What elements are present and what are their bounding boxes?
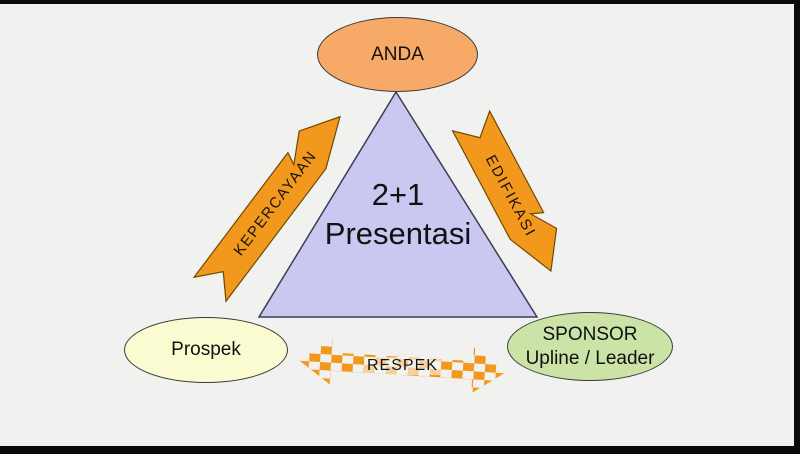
sponsor-node: SPONSOR Upline / Leader [507, 312, 673, 381]
triangle-title: 2+1 Presentasi [278, 176, 518, 254]
sponsor-node-label-line2: Upline / Leader [525, 347, 655, 369]
triangle-shape [257, 90, 539, 318]
respek-arrow-label: RESPEK [364, 357, 441, 375]
letterbox-bottom-bar [0, 446, 800, 454]
edifikasi-arrow-shape [451, 109, 558, 273]
letterbox-right-bar [794, 0, 800, 454]
sponsor-node-label-line1: SPONSOR [542, 323, 638, 345]
triangle-title-line2: Presentasi [324, 215, 472, 251]
letterbox-top-bar [0, 0, 800, 4]
prospek-node: Prospek [124, 317, 288, 383]
anda-node: ANDA [317, 17, 478, 92]
prospek-node-label: Prospek [171, 339, 241, 361]
kepercayaan-arrow-shape [192, 115, 341, 303]
anda-node-label: ANDA [371, 43, 424, 65]
triangle-title-line1: 2+1 [371, 177, 425, 212]
